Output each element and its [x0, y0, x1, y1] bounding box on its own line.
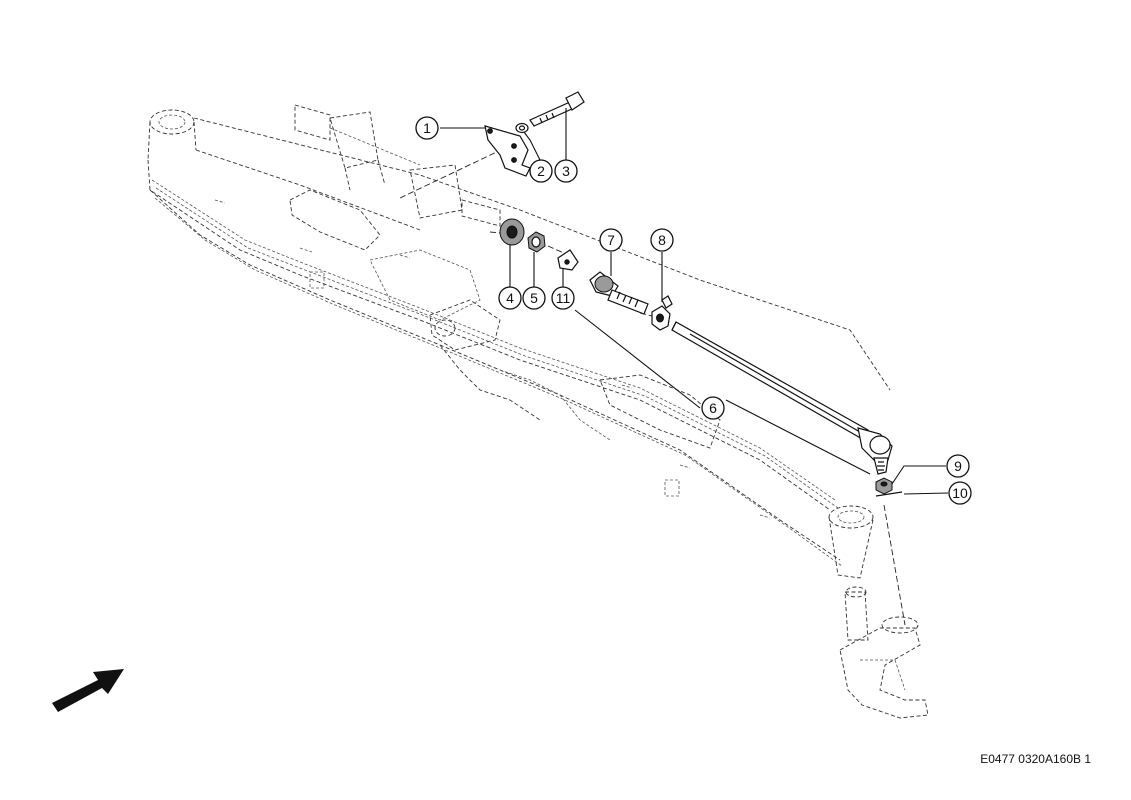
washer-part — [515, 122, 529, 134]
callout-7: 7 — [599, 228, 623, 252]
axle-beam-phantom — [147, 104, 891, 641]
steering-knuckle-phantom — [839, 616, 929, 719]
callout-6: 6 — [701, 396, 725, 420]
bushing-part — [499, 218, 525, 246]
svg-text:8: 8 — [658, 232, 666, 248]
inner-tie-rod-part — [589, 271, 649, 315]
svg-text:1: 1 — [423, 120, 431, 136]
svg-text:11: 11 — [556, 290, 571, 306]
svg-text:4: 4 — [506, 290, 514, 306]
svg-text:10: 10 — [952, 485, 968, 501]
reference-code: E0477 0320A160B 1 — [980, 752, 1091, 766]
clamp-part — [651, 295, 673, 331]
callout-9: 9 — [946, 454, 970, 478]
svg-text:9: 9 — [954, 458, 962, 474]
svg-text:2: 2 — [537, 163, 545, 179]
callout-2: 2 — [529, 159, 553, 183]
callout-3: 3 — [554, 159, 578, 183]
bracket-part — [484, 125, 531, 177]
callout-11: 11 — [551, 286, 575, 310]
nut-part — [527, 231, 546, 253]
bolt-part — [529, 91, 585, 127]
callout-5: 5 — [522, 286, 546, 310]
callout-1: 1 — [415, 116, 439, 140]
callout-8: 8 — [650, 228, 674, 252]
outer-tie-rod-part — [671, 321, 893, 475]
svg-text:6: 6 — [709, 400, 717, 416]
lock-plate-part — [557, 249, 579, 271]
svg-text:5: 5 — [530, 290, 538, 306]
cotter-pin-part — [875, 491, 903, 497]
leader-lines — [440, 108, 949, 495]
callout-4: 4 — [498, 286, 522, 310]
svg-text:7: 7 — [607, 232, 615, 248]
svg-text:3: 3 — [562, 163, 570, 179]
direction-arrow-icon — [52, 669, 124, 712]
callout-10: 10 — [948, 481, 972, 505]
castle-nut-part — [875, 477, 893, 495]
